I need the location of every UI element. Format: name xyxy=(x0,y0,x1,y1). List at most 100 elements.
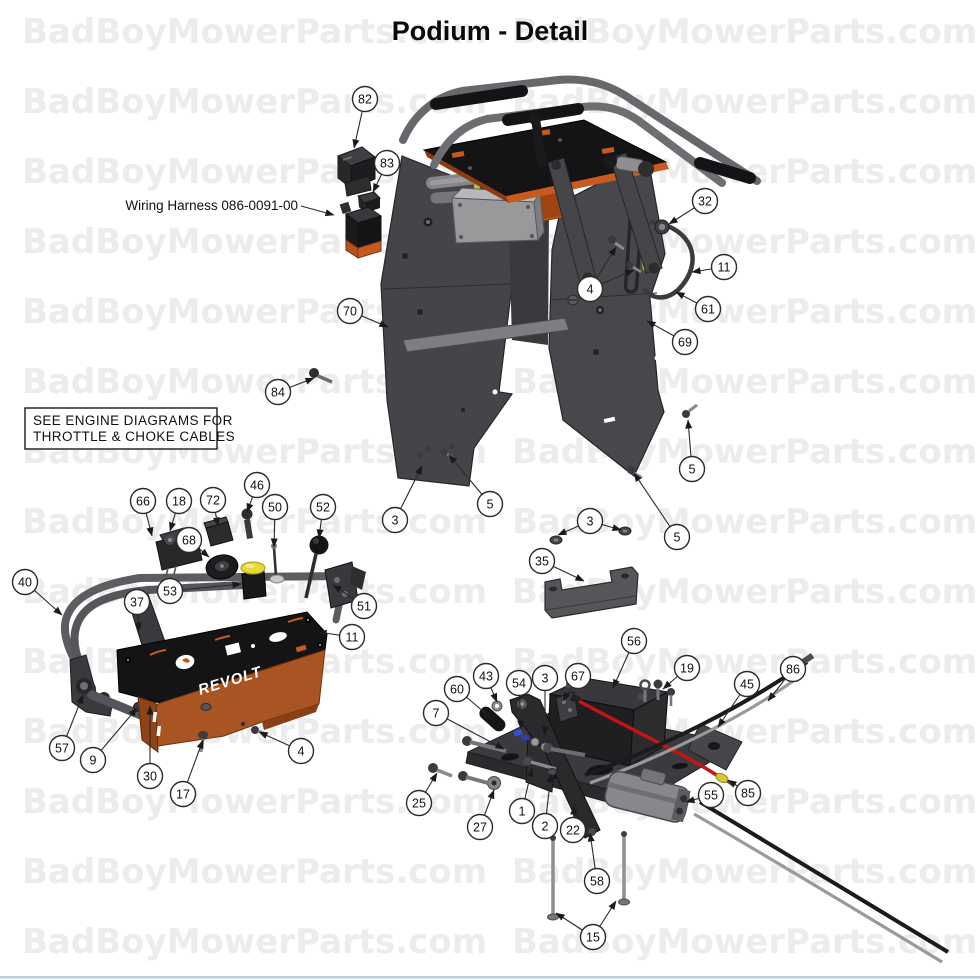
wiring-harness-relay-part xyxy=(339,201,383,259)
svg-text:69: 69 xyxy=(678,335,692,349)
center-grip xyxy=(502,103,584,126)
ball-lever-52 xyxy=(304,535,329,599)
callout-balloon-3: 3 xyxy=(381,506,409,534)
lever-50 xyxy=(269,543,285,584)
callout-balloon-86: 86 xyxy=(779,655,807,683)
callout-balloon-15: 15 xyxy=(579,923,607,951)
callout-balloon-5: 5 xyxy=(678,455,706,483)
callout-balloon-25: 25 xyxy=(405,789,433,817)
svg-text:51: 51 xyxy=(357,599,371,613)
battery-tray-assembly xyxy=(428,652,950,964)
svg-text:25: 25 xyxy=(412,796,426,810)
callout-balloon-3: 3 xyxy=(576,507,604,535)
callout-balloon-60: 60 xyxy=(443,675,471,703)
callout-balloon-61: 61 xyxy=(694,295,722,323)
svg-text:3: 3 xyxy=(542,671,549,685)
svg-text:7: 7 xyxy=(433,706,440,720)
callout-balloon-55: 55 xyxy=(697,781,725,809)
svg-text:68: 68 xyxy=(182,533,196,547)
callout-balloon-19: 19 xyxy=(673,654,701,682)
svg-text:2: 2 xyxy=(542,819,549,833)
callout-balloon-72: 72 xyxy=(199,486,227,514)
watermark-text: BadBoyMowerParts.com xyxy=(22,502,487,542)
svg-text:83: 83 xyxy=(380,156,394,170)
dial-68 xyxy=(205,554,239,580)
podium-assembly xyxy=(309,75,761,545)
svg-text:43: 43 xyxy=(479,669,493,683)
callout-balloon-45: 45 xyxy=(733,670,761,698)
right-grip xyxy=(694,157,756,184)
svg-text:5: 5 xyxy=(674,530,681,544)
callout-balloon-51: 51 xyxy=(350,592,378,620)
svg-text:4: 4 xyxy=(587,282,594,296)
wiring-harness-label: Wiring Harness 086-0091-00 xyxy=(125,198,298,213)
callout-balloon-27: 27 xyxy=(466,813,494,841)
callout-balloon-5: 5 xyxy=(476,490,504,518)
svg-text:55: 55 xyxy=(704,788,718,802)
svg-text:86: 86 xyxy=(786,662,800,676)
brake-knob xyxy=(603,154,654,177)
callout-balloon-22: 22 xyxy=(559,816,587,844)
damper-cylinder xyxy=(87,690,153,723)
choke-cap-53 xyxy=(240,561,267,600)
svg-text:19: 19 xyxy=(680,661,694,675)
svg-text:32: 32 xyxy=(698,194,712,208)
callout-balloon-43: 43 xyxy=(472,662,500,690)
svg-text:18: 18 xyxy=(172,494,186,508)
callout-balloon-1: 1 xyxy=(508,797,536,825)
callout-balloon-11: 11 xyxy=(710,253,738,281)
callout-balloon-11: 11 xyxy=(338,623,366,651)
callout-balloon-85: 85 xyxy=(734,779,762,807)
callout-balloon-52: 52 xyxy=(309,493,337,521)
svg-text:46: 46 xyxy=(250,478,264,492)
control-lever xyxy=(531,117,547,168)
handlebars xyxy=(399,75,761,187)
svg-text:9: 9 xyxy=(90,753,97,767)
callout-balloon-66: 66 xyxy=(129,487,157,515)
svg-text:57: 57 xyxy=(55,741,69,755)
callout-balloon-17: 17 xyxy=(169,780,197,808)
callout-balloon-58: 58 xyxy=(583,867,611,895)
bottom-edge-line xyxy=(0,976,980,979)
callout-balloon-83: 83 xyxy=(373,149,401,177)
callout-balloon-4: 4 xyxy=(287,737,315,765)
engine-note-box: SEE ENGINE DIAGRAMS FOR THROTTLE & CHOKE… xyxy=(24,407,235,450)
red-battery-cable xyxy=(576,698,719,778)
svg-text:37: 37 xyxy=(130,595,144,609)
svg-text:45: 45 xyxy=(740,677,754,691)
svg-text:50: 50 xyxy=(268,500,282,514)
svg-text:22: 22 xyxy=(566,823,580,837)
svg-text:3: 3 xyxy=(392,513,399,527)
wire-form-loop xyxy=(642,219,695,300)
svg-text:27: 27 xyxy=(473,820,487,834)
watermark-text: BadBoyMowerParts.com xyxy=(22,82,487,122)
svg-text:5: 5 xyxy=(487,497,494,511)
callout-balloon-37: 37 xyxy=(123,588,151,616)
watermark-text: BadBoyMowerParts.com xyxy=(22,922,487,962)
watermark-text: BadBoyMowerParts.com xyxy=(512,82,977,122)
callout-balloon-54: 54 xyxy=(505,669,533,697)
callout-balloon-40: 40 xyxy=(11,568,39,596)
callout-balloon-4: 4 xyxy=(576,275,604,303)
callout-balloon-35: 35 xyxy=(528,547,556,575)
svg-text:56: 56 xyxy=(627,634,641,648)
callout-balloon-70: 70 xyxy=(336,297,364,325)
callout-balloon-9: 9 xyxy=(79,746,107,774)
svg-text:30: 30 xyxy=(143,769,157,783)
callout-balloon-2: 2 xyxy=(531,812,559,840)
watermark-text: BadBoyMowerParts.com xyxy=(22,852,487,892)
callout-balloon-53: 53 xyxy=(156,577,184,605)
engine-note-line2: THROTTLE & CHOKE CABLES xyxy=(33,429,235,444)
callout-balloon-30: 30 xyxy=(136,762,164,790)
callout-balloon-57: 57 xyxy=(48,734,76,762)
callout-balloon-46: 46 xyxy=(243,471,271,499)
svg-text:66: 66 xyxy=(136,494,150,508)
svg-text:72: 72 xyxy=(206,493,220,507)
svg-text:35: 35 xyxy=(535,554,549,568)
cross-brace xyxy=(402,317,570,353)
callout-balloon-84: 84 xyxy=(264,378,292,406)
svg-text:53: 53 xyxy=(163,584,177,598)
wiring-harness-leader xyxy=(300,205,335,217)
